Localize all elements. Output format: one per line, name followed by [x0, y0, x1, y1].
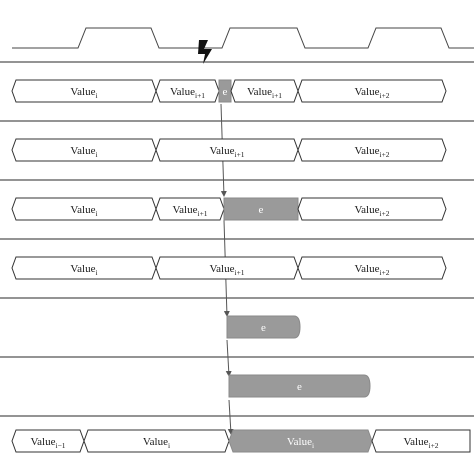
- value-box: [83, 429, 230, 453]
- value-box-subscript: i+1: [234, 150, 244, 159]
- value-box-subscript: i+2: [379, 91, 389, 100]
- error-value-box: [226, 315, 301, 339]
- value-box: [11, 79, 157, 103]
- value-box: [230, 79, 299, 103]
- value-box: [297, 138, 447, 162]
- value-box-subscript: i+1: [195, 91, 205, 100]
- value-box-subscript: i+2: [379, 268, 389, 277]
- propagation-arrow: [227, 399, 234, 435]
- value-box: [297, 79, 447, 103]
- value-box-subscript: i: [312, 441, 314, 450]
- error-value-box: [228, 374, 371, 398]
- value-box-label: Valuei: [70, 86, 97, 100]
- value-box-label: Valuei: [143, 436, 170, 450]
- value-box-label: e: [261, 322, 266, 334]
- value-box: [11, 138, 157, 162]
- error-value-box: [218, 79, 232, 103]
- value-box-subscript: i: [168, 441, 170, 450]
- value-box-subscript: i−1: [55, 441, 65, 450]
- value-box-subscript: i+1: [234, 268, 244, 277]
- value-box: [155, 138, 299, 162]
- value-box-label: Valuei: [70, 145, 97, 159]
- value-box: [11, 429, 85, 453]
- clock-signal-trace: [12, 27, 474, 49]
- error-value-box: [228, 429, 373, 453]
- value-box: [297, 256, 447, 280]
- value-box-subscript: i+2: [379, 209, 389, 218]
- propagation-arrow: [225, 339, 232, 377]
- value-box: [11, 197, 157, 221]
- value-box-label: Valuei: [70, 204, 97, 218]
- value-box-label: e: [297, 381, 302, 393]
- value-box-subscript: i+2: [379, 150, 389, 159]
- value-box-subscript: i+1: [272, 91, 282, 100]
- value-box-subscript: i: [95, 268, 97, 277]
- error-value-box: [223, 197, 299, 221]
- value-box-label: e: [259, 204, 264, 216]
- value-box-label: e: [223, 86, 228, 98]
- value-box: [371, 429, 471, 453]
- value-box-subscript: i: [95, 150, 97, 159]
- value-box: [297, 197, 447, 221]
- value-box: [155, 197, 225, 221]
- value-box: [155, 256, 299, 280]
- value-box-label: Valuei: [287, 436, 314, 450]
- lightning-bolt-icon: [198, 40, 212, 64]
- value-box-subscript: i: [95, 91, 97, 100]
- value-box-subscript: i: [95, 209, 97, 218]
- value-box-label: Valuei: [70, 263, 97, 277]
- value-box: [155, 79, 220, 103]
- row-separators: [0, 61, 474, 417]
- value-box-subscript: i+2: [428, 441, 438, 450]
- value-box: [11, 256, 157, 280]
- value-box-subscript: i+1: [197, 209, 207, 218]
